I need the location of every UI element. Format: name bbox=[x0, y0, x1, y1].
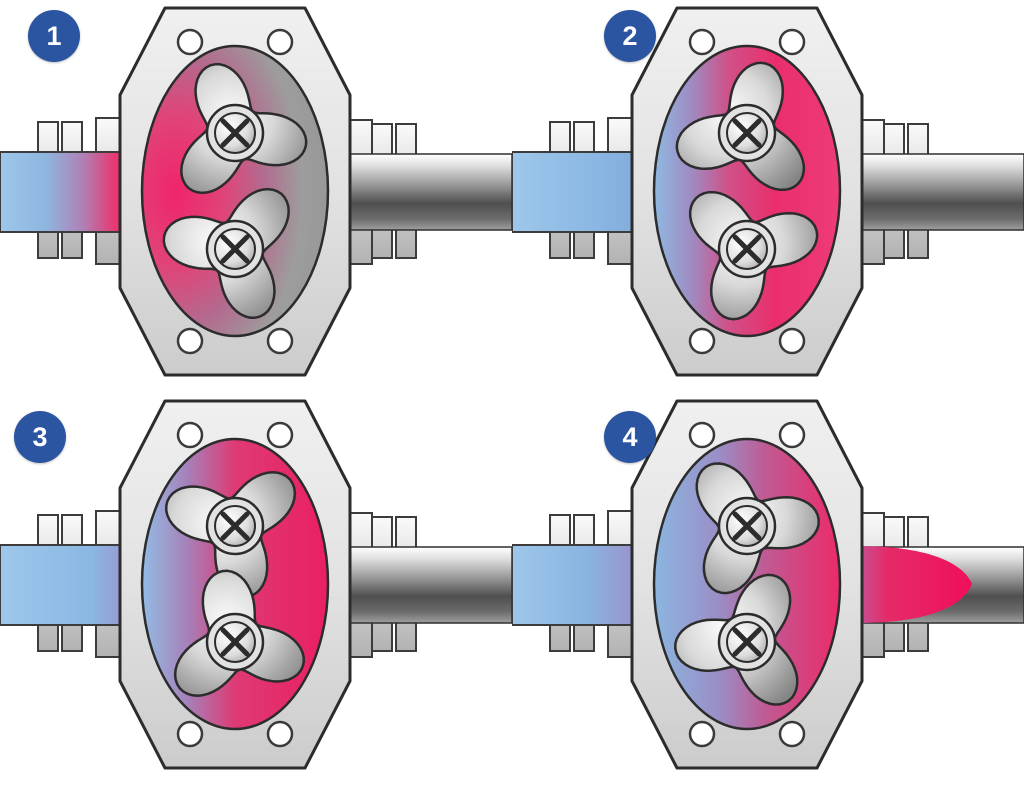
stage-2-number: 2 bbox=[622, 20, 638, 51]
bolt-hole bbox=[176, 421, 204, 449]
stage-panel-2: 2 bbox=[512, 0, 1024, 393]
bottom-shaft-screw bbox=[717, 612, 777, 672]
bolt-hole bbox=[778, 421, 806, 449]
bolt-hole bbox=[176, 327, 204, 355]
bottom-shaft-screw bbox=[205, 219, 265, 279]
stage-panel-3: 3 bbox=[0, 393, 512, 786]
bolt-holes bbox=[688, 421, 806, 748]
stage-4-number: 4 bbox=[622, 421, 638, 452]
stage-3-badge: 3 bbox=[14, 411, 66, 463]
phillips-screw-icon bbox=[732, 511, 762, 541]
bolt-holes bbox=[176, 28, 294, 355]
bolt-hole bbox=[778, 720, 806, 748]
phillips-screw-icon bbox=[220, 627, 250, 657]
stage-panel-1: 1 bbox=[0, 0, 512, 393]
bolt-hole bbox=[266, 327, 294, 355]
top-shaft-screw bbox=[205, 496, 265, 556]
bottom-shaft-screw bbox=[205, 612, 265, 672]
bolt-hole bbox=[266, 720, 294, 748]
phillips-screw-icon bbox=[732, 234, 762, 264]
top-shaft-screw bbox=[717, 496, 777, 556]
stage-1-number: 1 bbox=[46, 20, 62, 51]
gear-pump-stage-3 bbox=[0, 399, 512, 770]
phillips-screw-icon bbox=[732, 627, 762, 657]
phillips-screw-icon bbox=[220, 511, 250, 541]
bolt-hole bbox=[688, 28, 716, 56]
phillips-screw-icon bbox=[732, 118, 762, 148]
bolt-hole bbox=[176, 720, 204, 748]
stage-4-badge: 4 bbox=[604, 411, 656, 463]
bottom-shaft-screw bbox=[717, 219, 777, 279]
top-shaft-screw bbox=[717, 103, 777, 163]
bolt-hole bbox=[266, 421, 294, 449]
stage-3-number: 3 bbox=[32, 421, 48, 452]
stage-1-badge: 1 bbox=[28, 10, 80, 62]
phillips-screw-icon bbox=[220, 118, 250, 148]
bolt-holes bbox=[176, 421, 294, 748]
bolt-hole bbox=[688, 327, 716, 355]
gear-pump-stage-2 bbox=[512, 6, 1024, 377]
outlet-fluid-plume bbox=[842, 545, 972, 624]
bolt-hole bbox=[688, 421, 716, 449]
bolt-hole bbox=[778, 327, 806, 355]
top-shaft-screw bbox=[205, 103, 265, 163]
bolt-hole bbox=[266, 28, 294, 56]
bolt-hole bbox=[176, 28, 204, 56]
bolt-hole bbox=[688, 720, 716, 748]
gear-pump-stage-1 bbox=[0, 6, 512, 377]
gear-pump-stage-4 bbox=[512, 399, 1024, 770]
stage-panel-4: 4 bbox=[512, 393, 1024, 786]
bolt-holes bbox=[688, 28, 806, 355]
bolt-hole bbox=[778, 28, 806, 56]
stage-2-badge: 2 bbox=[604, 10, 656, 62]
phillips-screw-icon bbox=[220, 234, 250, 264]
